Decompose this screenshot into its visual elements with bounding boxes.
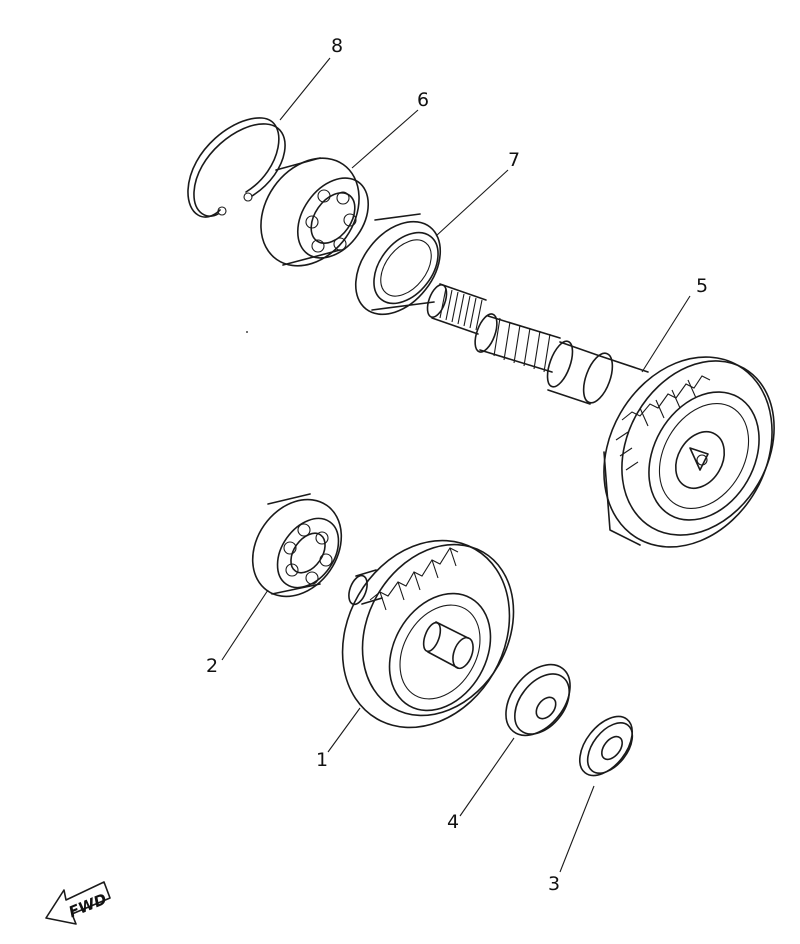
callout-7: 7 (508, 149, 520, 171)
oil-seal-part-7 (354, 213, 442, 316)
leader-6 (351, 109, 419, 169)
leader-2 (221, 589, 269, 661)
leader-7 (435, 169, 509, 237)
shaft-gear-part-5 (426, 283, 775, 548)
washer-part-3 (578, 715, 634, 777)
leader-3 (559, 785, 595, 873)
fwd-label: FWD (66, 890, 109, 921)
leader-8 (279, 57, 331, 121)
callout-6: 6 (417, 89, 429, 111)
gear-part-1 (341, 539, 515, 729)
washer-part-4 (505, 663, 571, 737)
circlip-part-8 (187, 117, 286, 218)
leader-lines (221, 57, 691, 873)
bearing-part-2 (251, 493, 343, 598)
callout-3: 3 (548, 873, 560, 895)
callout-8: 8 (331, 35, 343, 57)
callout-5: 5 (696, 275, 708, 297)
scan-speck (246, 331, 248, 333)
callout-2: 2 (206, 655, 218, 677)
callout-1: 1 (316, 749, 328, 771)
leader-1 (327, 707, 361, 753)
leader-4 (459, 737, 515, 817)
leader-5 (641, 295, 691, 373)
callout-4: 4 (447, 811, 459, 833)
bearing-part-6 (260, 157, 370, 267)
fwd-arrow-icon: FWD (45, 881, 111, 925)
